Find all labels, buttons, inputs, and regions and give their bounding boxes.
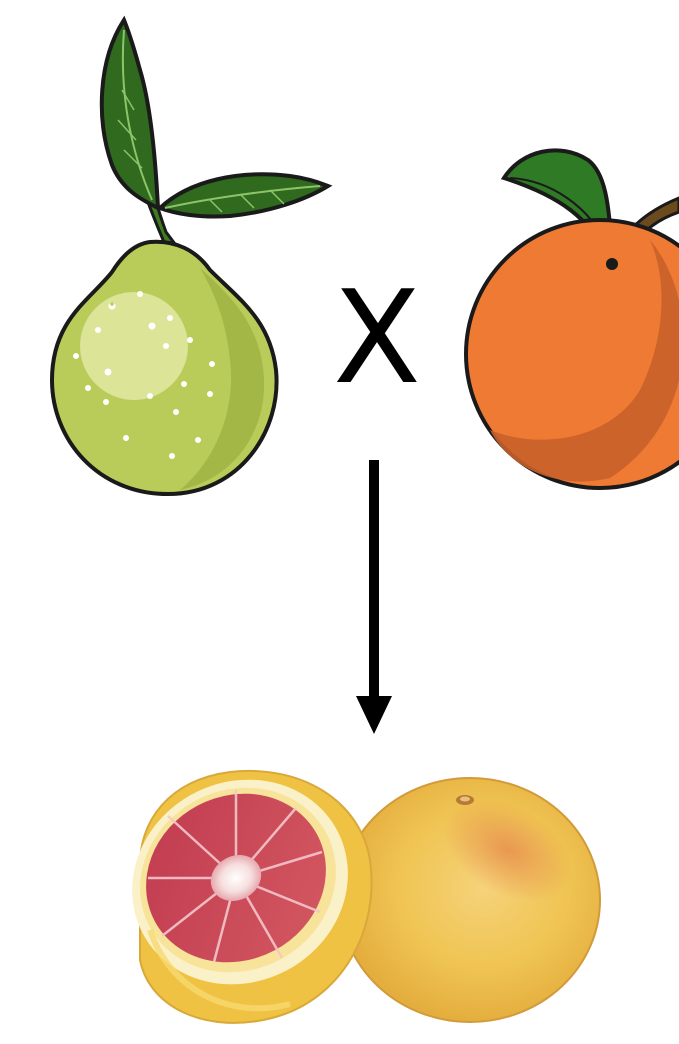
pomelo-icon [52,20,328,494]
grapefruit-half [96,742,384,1023]
grapefruit-whole [340,777,600,1022]
arrow-down-icon [356,460,392,734]
pomelo-highlight [80,292,188,400]
grapefruit-icon [96,742,600,1023]
cross-symbol: X [333,264,421,413]
orange-icon [466,150,679,488]
arrow-shaft [369,460,379,698]
pomelo-leaf-side [160,174,328,216]
arrow-head [356,696,392,734]
pomelo-leaf-upper [102,20,158,208]
